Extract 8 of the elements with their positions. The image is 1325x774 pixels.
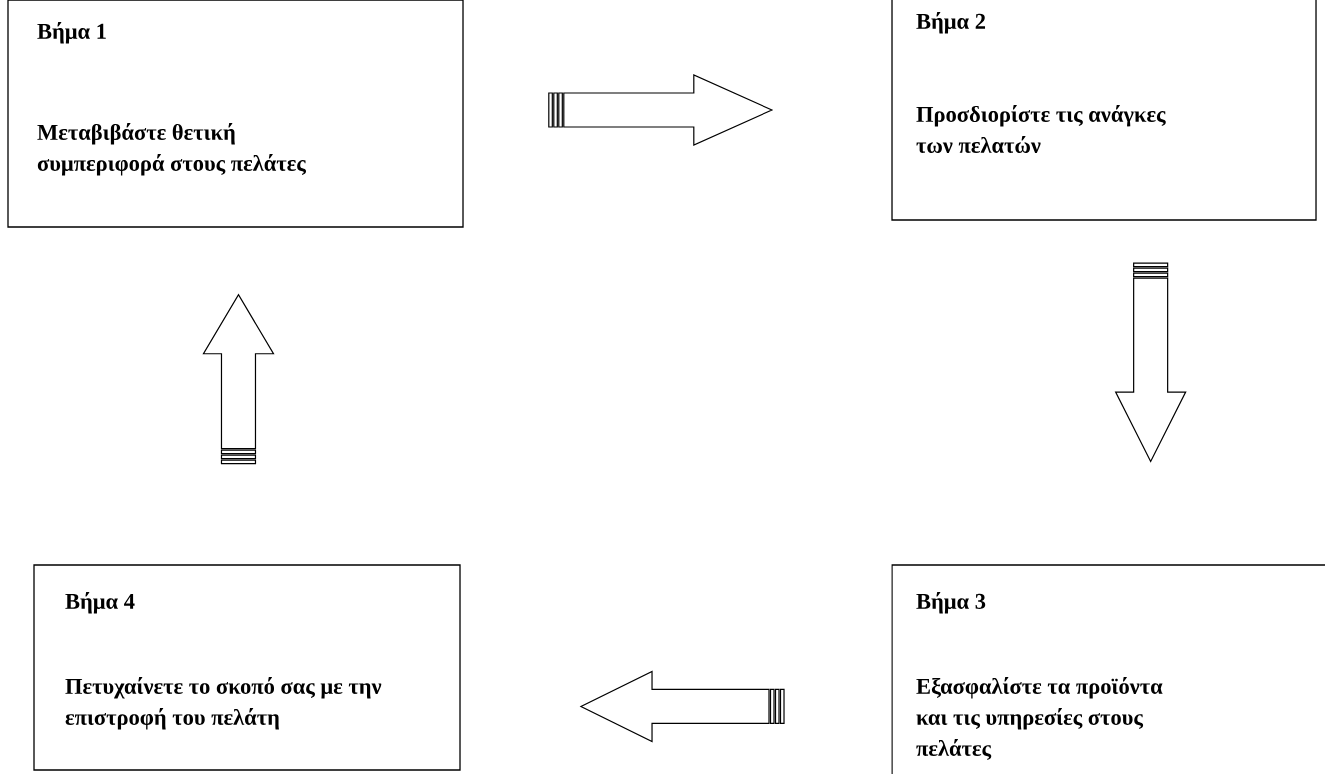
block-arrow bbox=[202, 293, 275, 465]
step-box: Βήμα 4 Πετυχαίνετε το σκοπό σας με την επιστροφή του πελάτη bbox=[33, 564, 461, 771]
step-box: Βήμα 1 Μεταβιβάστε θετική συμπεριφορά στους πελάτες bbox=[7, 0, 464, 228]
step-box: Βήμα 3 Εξασφαλίστε τα προϊόντα και τις υπηρεσίες στους πελάτες bbox=[891, 564, 1325, 774]
block-arrow bbox=[548, 74, 774, 146]
step-box: Βήμα 2 Προσδιορίστε τις ανάγκες των πελατών bbox=[891, 0, 1317, 221]
block-arrow bbox=[1114, 262, 1187, 463]
block-arrow bbox=[579, 670, 785, 743]
